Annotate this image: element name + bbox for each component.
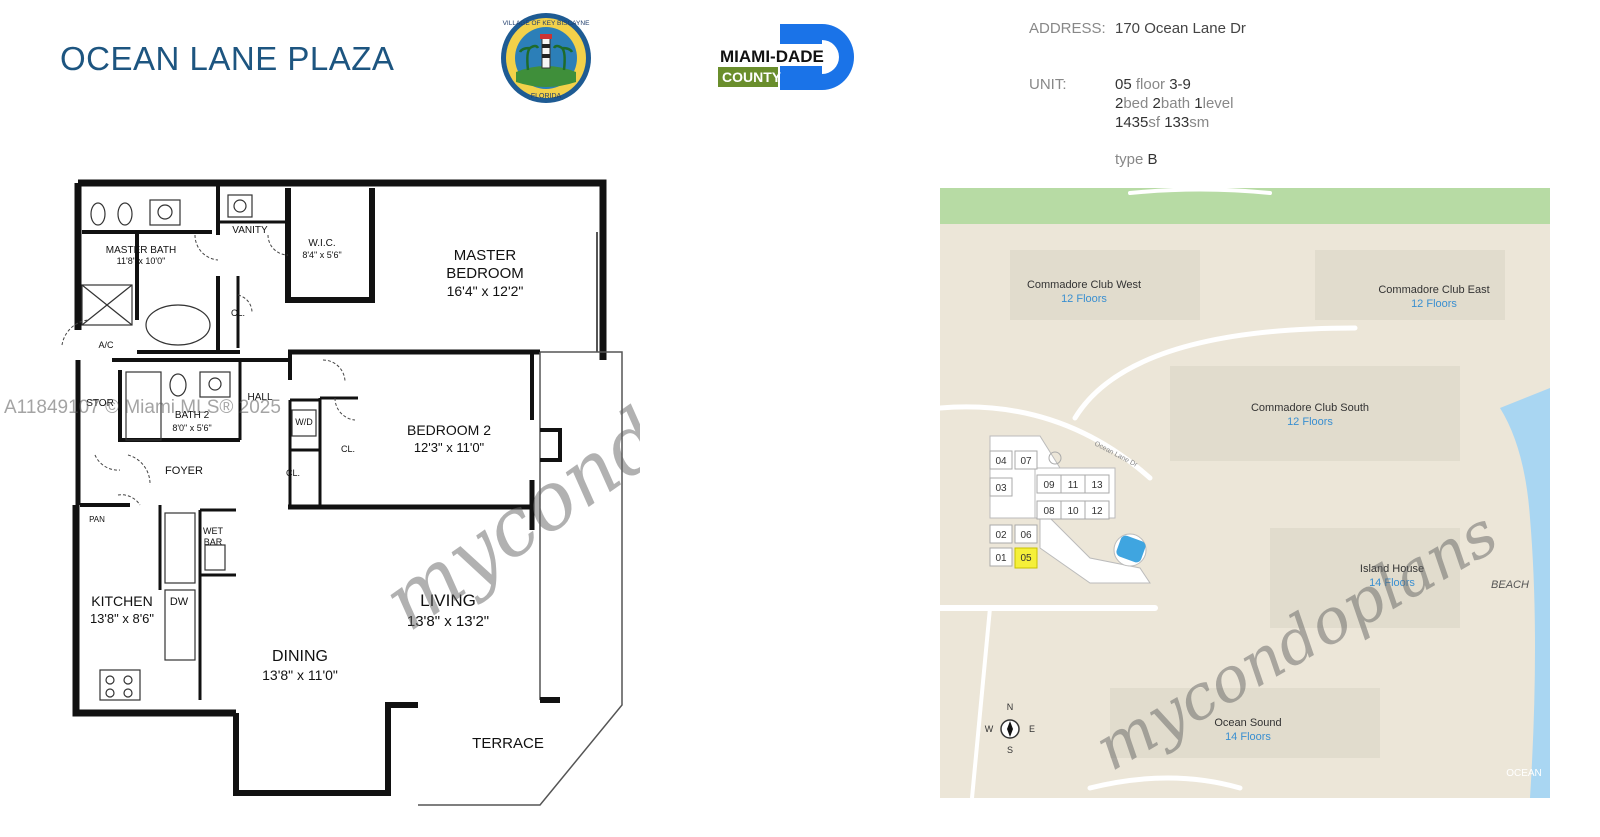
room-closet-3: CL. — [286, 468, 300, 478]
room-hall: HALL — [247, 392, 272, 403]
sqft-value: 1435 — [1115, 114, 1149, 131]
building-name-0: Commadore Club West — [1027, 279, 1141, 291]
address-value: 170 Ocean Lane Dr — [1115, 20, 1246, 37]
building-floors-0: 12 Floors — [1061, 293, 1107, 305]
room-dining-name: DINING — [272, 648, 328, 665]
room-bath2-name: BATH 2 — [175, 410, 210, 421]
unit-number: 05 — [1115, 76, 1132, 93]
seal-bottom-text: FLORIDA — [531, 93, 562, 100]
room-wic-dims: 8'4" x 5'6" — [302, 250, 341, 260]
pool-icon — [1116, 535, 1146, 563]
fountain-icon — [1048, 451, 1062, 465]
unit-label-12: 12 — [1091, 506, 1103, 517]
room-foyer: FOYER — [165, 465, 203, 477]
compass-s: S — [1007, 745, 1013, 755]
levels-count: 1 — [1194, 95, 1203, 112]
room-kitchen-dims: 13'8" x 8'6" — [90, 611, 154, 626]
room-pantry: PAN — [89, 515, 105, 524]
unit-floor-line: 05 floor 3-9 — [1115, 76, 1191, 93]
room-wic-name: W.I.C. — [308, 238, 335, 249]
room-closet-1: CL. — [231, 308, 245, 318]
miami-dade-county-logo: MIAMI-DADE COUNTY — [718, 24, 854, 90]
room-master-bath-dims: 11'8" x 10'0" — [117, 256, 166, 266]
room-bedroom2-dims: 12'3" x 11'0" — [414, 440, 485, 455]
building-name-4: Ocean Sound — [1214, 717, 1281, 729]
floor-plan: MASTER BATH 11'8" x 10'0" VANITY W.I.C. … — [61, 179, 640, 806]
building-floors-4: 14 Floors — [1225, 731, 1271, 743]
sqft-unit: sf — [1148, 114, 1161, 131]
size-line: 1435sf 133sm — [1115, 114, 1209, 131]
unit-label-08: 08 — [1043, 506, 1055, 517]
unit-label-11: 11 — [1068, 480, 1079, 491]
room-bath2-dims: 8'0" x 5'6" — [172, 423, 211, 433]
ocean-label: OCEAN — [1506, 768, 1542, 779]
level-word: level — [1202, 95, 1234, 112]
logo-county-text: COUNTY — [722, 69, 782, 85]
room-master-bath-name: MASTER BATH — [106, 245, 176, 256]
room-dining-dims: 13'8" x 11'0" — [262, 667, 338, 683]
unit-label-10: 10 — [1067, 506, 1079, 517]
room-vanity-name: VANITY — [232, 225, 268, 236]
room-storage: STOR — [86, 398, 114, 409]
type-line: type B — [1115, 151, 1158, 168]
building-floors-3: 14 Floors — [1369, 577, 1415, 589]
room-closet-2: CL. — [341, 444, 355, 454]
bed-word: bed — [1123, 95, 1149, 112]
room-washer-dryer: W/D — [295, 417, 313, 427]
room-wet-bar-2: BAR — [204, 537, 223, 547]
type-word: type — [1115, 151, 1144, 168]
unit-label-06: 06 — [1020, 530, 1032, 541]
building-name-3: Island House — [1360, 563, 1424, 575]
bed-bath-line: 2bed 2bath 1level — [1115, 95, 1233, 112]
floor-word: floor — [1135, 76, 1166, 93]
room-master-bedroom-name1: MASTER — [454, 247, 517, 264]
unit-info: ADDRESS: 170 Ocean Lane Dr UNIT: 05 floo… — [1029, 20, 1329, 180]
village-seal-logo: VILLAGE OF KEY BISCAYNE FLORIDA — [501, 13, 591, 103]
address-label: ADDRESS: — [1029, 20, 1106, 37]
unit-label-04: 04 — [995, 456, 1007, 467]
unit-label: UNIT: — [1029, 76, 1067, 93]
logo-miami-dade-text: MIAMI-DADE — [720, 47, 824, 66]
site-map: 04 07 03 09 11 13 08 10 12 02 06 01 05 C… — [940, 188, 1550, 798]
beds-count: 2 — [1115, 95, 1124, 112]
page-title: OCEAN LANE PLAZA — [60, 40, 395, 77]
room-dishwasher: DW — [170, 596, 189, 608]
room-bedroom2-name: BEDROOM 2 — [407, 422, 491, 438]
brand-watermark-plan: mycondoplans — [366, 239, 640, 649]
building-floors-2: 12 Floors — [1287, 416, 1333, 428]
unit-label-02: 02 — [995, 530, 1007, 541]
seal-top-text: VILLAGE OF KEY BISCAYNE — [503, 20, 590, 27]
floor-range: 3-9 — [1169, 76, 1191, 93]
compass-e: E — [1029, 724, 1035, 734]
room-living-dims: 13'8" x 13'2" — [407, 613, 489, 630]
unit-label-01: 01 — [995, 553, 1007, 564]
room-wet-bar-1: WET — [203, 526, 223, 536]
mls-watermark: A11849107 © Miami MLS® 2025 — [4, 397, 281, 418]
room-master-bedroom-name2: BEDROOM — [446, 265, 524, 282]
unit-label-05-highlighted: 05 — [1020, 553, 1032, 564]
baths-count: 2 — [1152, 95, 1161, 112]
unit-label-09: 09 — [1043, 480, 1055, 491]
unit-label-03: 03 — [995, 483, 1007, 494]
room-ac: A/C — [98, 340, 114, 350]
unit-label-13: 13 — [1091, 480, 1103, 491]
compass-icon: N S E W — [985, 702, 1035, 755]
building-name-2: Commadore Club South — [1251, 402, 1369, 414]
compass-n: N — [1007, 702, 1014, 712]
building-floors-1: 12 Floors — [1411, 298, 1457, 310]
type-value: B — [1147, 151, 1158, 168]
room-terrace: TERRACE — [472, 735, 544, 752]
room-kitchen-name: KITCHEN — [91, 593, 152, 609]
beach-label: BEACH — [1491, 579, 1529, 591]
room-master-bedroom-dims: 16'4" x 12'2" — [447, 283, 524, 299]
sqm-unit: sm — [1189, 114, 1210, 131]
bath-word: bath — [1160, 95, 1191, 112]
sqm-value: 133 — [1164, 114, 1190, 131]
unit-label-07: 07 — [1020, 456, 1032, 467]
room-living-name: LIVING — [420, 591, 476, 610]
compass-w: W — [985, 724, 994, 734]
building-name-1: Commadore Club East — [1378, 284, 1489, 296]
